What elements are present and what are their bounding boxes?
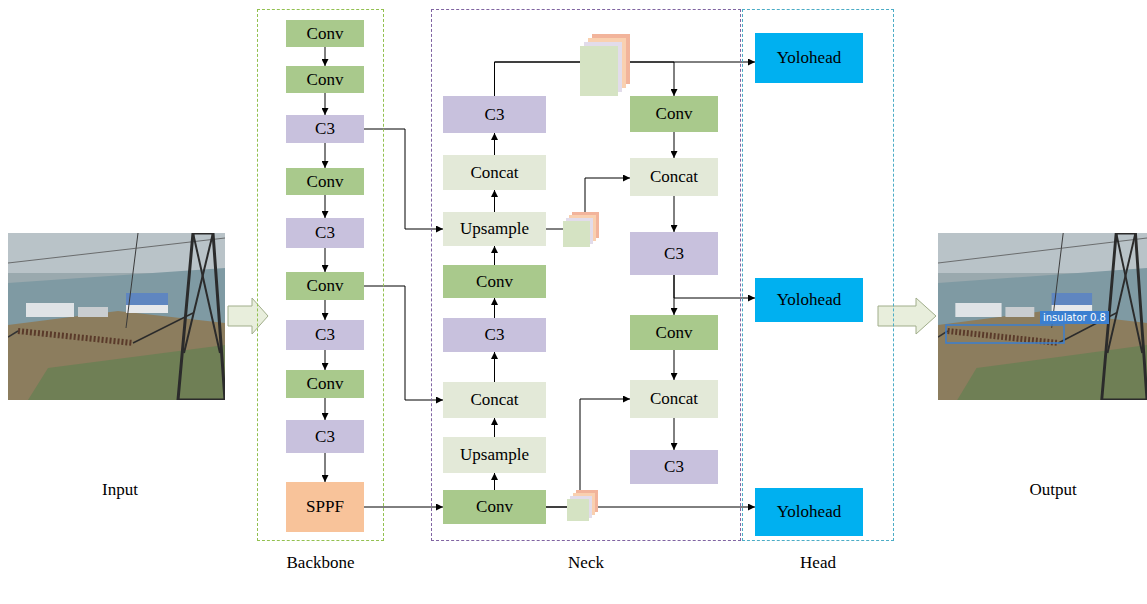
- c3-block: C3: [443, 96, 546, 133]
- concat-block: Concat: [443, 382, 546, 418]
- connector-arrow: [494, 133, 495, 155]
- block-label: C3: [664, 457, 684, 477]
- connector-arrow: [325, 248, 326, 272]
- feature-map-stack: [563, 212, 599, 247]
- c3-block: C3: [286, 115, 364, 143]
- conv-block: Conv: [286, 272, 364, 300]
- sppf-block: SPPF: [286, 482, 364, 532]
- block-label: C3: [315, 119, 335, 139]
- connector-arrow: [325, 93, 326, 115]
- detection-tag: insulator 0.8: [1040, 311, 1109, 324]
- connector-arrow: [494, 190, 495, 212]
- group-title: Backbone: [258, 553, 383, 573]
- block-label: Yolohead: [777, 502, 841, 522]
- conv-block: Conv: [443, 490, 546, 524]
- block-label: C3: [315, 223, 335, 243]
- input-label: Input: [102, 480, 138, 500]
- block-label: Conv: [307, 70, 344, 90]
- block-label: Conv: [307, 24, 344, 44]
- connector-arrow: [325, 47, 326, 66]
- block-label: Concat: [470, 390, 518, 410]
- block-label: C3: [315, 427, 335, 447]
- connector-arrow: [674, 418, 675, 450]
- input-arrow: [228, 298, 268, 334]
- connector-arrow: [494, 352, 495, 382]
- connector-arrow: [674, 196, 675, 232]
- group-title: Neck: [432, 553, 740, 573]
- connector-arrow: [325, 453, 326, 482]
- block-label: Yolohead: [777, 290, 841, 310]
- conv-block: Conv: [286, 66, 364, 93]
- connector-arrow: [494, 418, 495, 437]
- block-label: Conv: [307, 172, 344, 192]
- connector-arrow: [674, 275, 675, 315]
- connector-arrow: [494, 298, 495, 318]
- concat-block: Concat: [630, 158, 718, 196]
- block-label: Conv: [307, 374, 344, 394]
- block-label: Yolohead: [777, 48, 841, 68]
- connector-arrow: [494, 473, 495, 490]
- connector-arrow: [364, 129, 443, 229]
- feature-map-stack: [567, 490, 598, 521]
- block-label: Conv: [476, 497, 513, 517]
- backbone-group: BackboneConvConvC3ConvC3ConvC3ConvC3SPPF: [258, 10, 383, 540]
- block-label: C3: [485, 105, 505, 125]
- detection-box: [946, 325, 1064, 343]
- yolohead-block: Yolohead: [755, 33, 863, 83]
- conv-block: Conv: [630, 315, 718, 350]
- conv-block: Conv: [286, 370, 364, 398]
- concat-block: Concat: [630, 380, 718, 418]
- c3-block: C3: [286, 218, 364, 248]
- c3-block: C3: [286, 320, 364, 350]
- block-label: Concat: [650, 167, 698, 187]
- c3-block: C3: [630, 450, 718, 484]
- output-photo: [938, 233, 1147, 400]
- connector-arrow: [325, 398, 326, 420]
- output-label: Output: [1029, 480, 1076, 500]
- connector-arrow: [674, 132, 675, 158]
- block-label: SPPF: [306, 497, 344, 517]
- block-label: Concat: [650, 389, 698, 409]
- block-label: Conv: [656, 104, 693, 124]
- block-label: C3: [485, 325, 505, 345]
- connector-arrow: [674, 350, 675, 380]
- block-label: Upsample: [460, 445, 529, 465]
- block-label: Conv: [476, 272, 513, 292]
- concat-block: Concat: [443, 155, 546, 190]
- connector-arrow: [325, 195, 326, 218]
- feature-map-stack: [580, 34, 630, 96]
- block-label: C3: [315, 325, 335, 345]
- connector-arrow: [674, 275, 755, 298]
- block-label: Conv: [307, 276, 344, 296]
- yolohead-block: Yolohead: [755, 278, 863, 322]
- connector-arrow: [325, 300, 326, 320]
- connector-arrow: [325, 350, 326, 370]
- conv-block: Conv: [443, 265, 546, 298]
- group-title: Head: [743, 553, 893, 573]
- concat-block: Upsample: [443, 212, 546, 246]
- input-photo: [8, 233, 225, 400]
- c3-block: C3: [286, 420, 364, 453]
- yolohead-block: Yolohead: [755, 488, 863, 536]
- conv-block: Conv: [630, 96, 718, 132]
- block-label: C3: [664, 244, 684, 264]
- conv-block: Conv: [286, 168, 364, 195]
- connector-arrow: [325, 143, 326, 168]
- c3-block: C3: [630, 232, 718, 275]
- block-label: Conv: [656, 323, 693, 343]
- connector-arrow: [364, 507, 443, 508]
- c3-block: C3: [443, 318, 546, 352]
- head-group: HeadYoloheadYoloheadYolohead: [743, 10, 893, 540]
- neck-group: NeckC3ConcatUpsampleConvC3ConcatUpsample…: [432, 10, 740, 540]
- connector-arrow: [494, 246, 495, 265]
- block-label: Upsample: [460, 219, 529, 239]
- connector-arrow: [364, 286, 443, 400]
- conv-block: Conv: [286, 20, 364, 47]
- concat-block: Upsample: [443, 437, 546, 473]
- block-label: Concat: [470, 163, 518, 183]
- output-arrow: [878, 298, 936, 334]
